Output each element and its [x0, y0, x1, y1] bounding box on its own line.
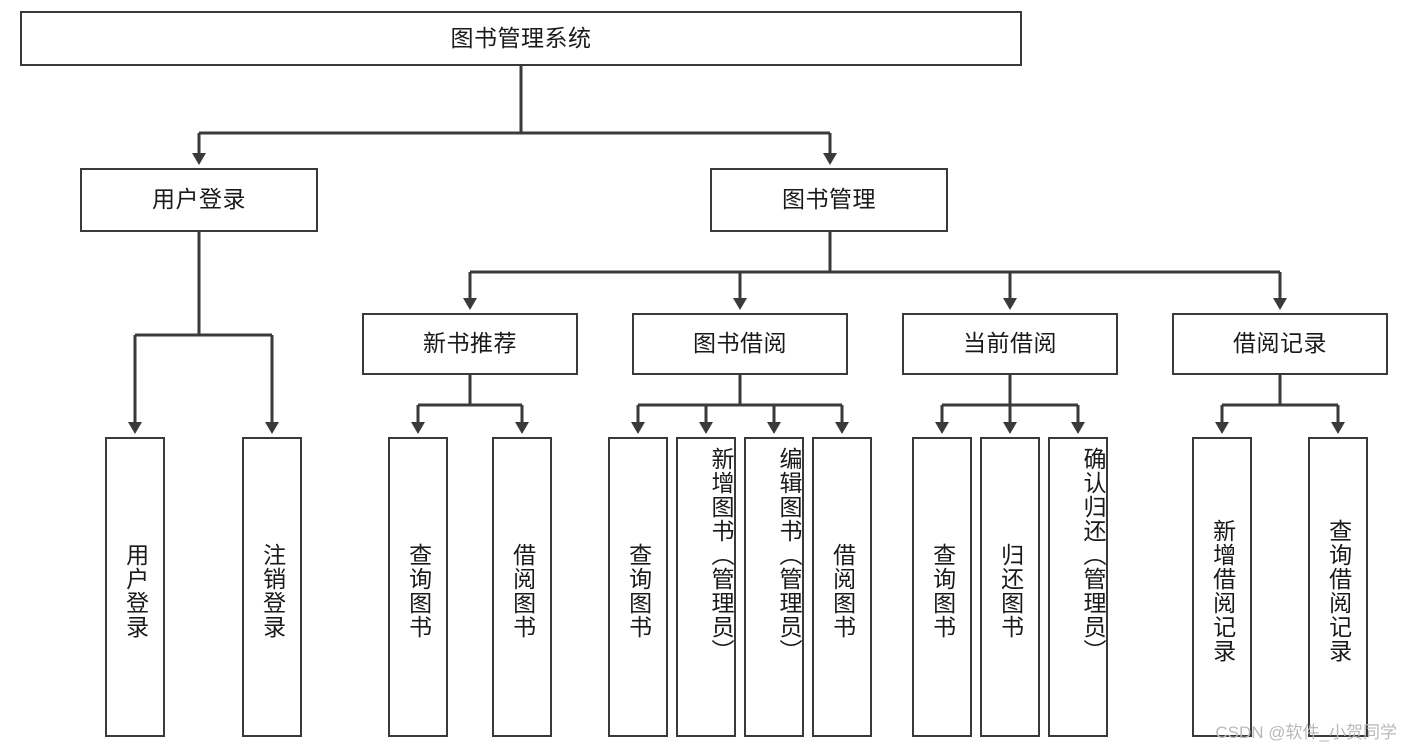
node-label: 查询借阅记录 [1325, 519, 1352, 663]
watermark-text: CSDN @软件_小贺同学 [1215, 723, 1397, 742]
leaf-user-login-login[interactable]: 用户登录 [105, 437, 165, 737]
leaf-book-borrow-add[interactable]: 新增图书（管理员） [676, 437, 736, 737]
node-label: 当前借阅 [963, 330, 1057, 357]
node-label: 查询图书 [929, 543, 956, 639]
leaf-book-borrow-query[interactable]: 查询图书 [608, 437, 668, 737]
leaf-new-book-query[interactable]: 查询图书 [388, 437, 448, 737]
node-label: 借阅记录 [1233, 330, 1327, 357]
node-label: 查询图书 [405, 543, 432, 639]
node-label: 确认归还（管理员） [1080, 447, 1106, 663]
leaf-borrow-record-query[interactable]: 查询借阅记录 [1308, 437, 1368, 737]
node-book-borrow[interactable]: 图书借阅 [632, 313, 848, 375]
leaf-book-borrow-edit[interactable]: 编辑图书（管理员） [744, 437, 804, 737]
leaf-current-borrow-return[interactable]: 归还图书 [980, 437, 1040, 737]
leaf-current-borrow-query[interactable]: 查询图书 [912, 437, 972, 737]
node-book-management[interactable]: 图书管理 [710, 168, 948, 232]
leaf-new-book-borrow[interactable]: 借阅图书 [492, 437, 552, 737]
leaf-borrow-record-add[interactable]: 新增借阅记录 [1192, 437, 1252, 737]
node-new-book-recommend[interactable]: 新书推荐 [362, 313, 578, 375]
node-label: 编辑图书（管理员） [776, 447, 802, 663]
node-label: 用户登录 [152, 186, 246, 213]
node-label: 新增借阅记录 [1209, 519, 1236, 663]
node-label: 借阅图书 [829, 543, 856, 639]
node-label: 新书推荐 [423, 330, 517, 357]
node-root-system[interactable]: 图书管理系统 [20, 11, 1022, 66]
node-label: 查询图书 [625, 543, 652, 639]
node-current-borrow[interactable]: 当前借阅 [902, 313, 1118, 375]
node-borrow-record[interactable]: 借阅记录 [1172, 313, 1388, 375]
node-label: 新增图书（管理员） [708, 447, 734, 663]
leaf-book-borrow-borrow[interactable]: 借阅图书 [812, 437, 872, 737]
leaf-user-login-logout[interactable]: 注销登录 [242, 437, 302, 737]
node-label: 图书借阅 [693, 330, 787, 357]
leaf-current-borrow-confirm-return[interactable]: 确认归还（管理员） [1048, 437, 1108, 737]
node-label: 归还图书 [997, 543, 1024, 639]
node-label: 借阅图书 [509, 543, 536, 639]
node-label: 图书管理系统 [450, 24, 592, 51]
node-label: 注销登录 [259, 543, 286, 639]
node-label: 用户登录 [122, 543, 149, 639]
node-label: 图书管理 [782, 186, 876, 213]
node-user-login[interactable]: 用户登录 [80, 168, 318, 232]
